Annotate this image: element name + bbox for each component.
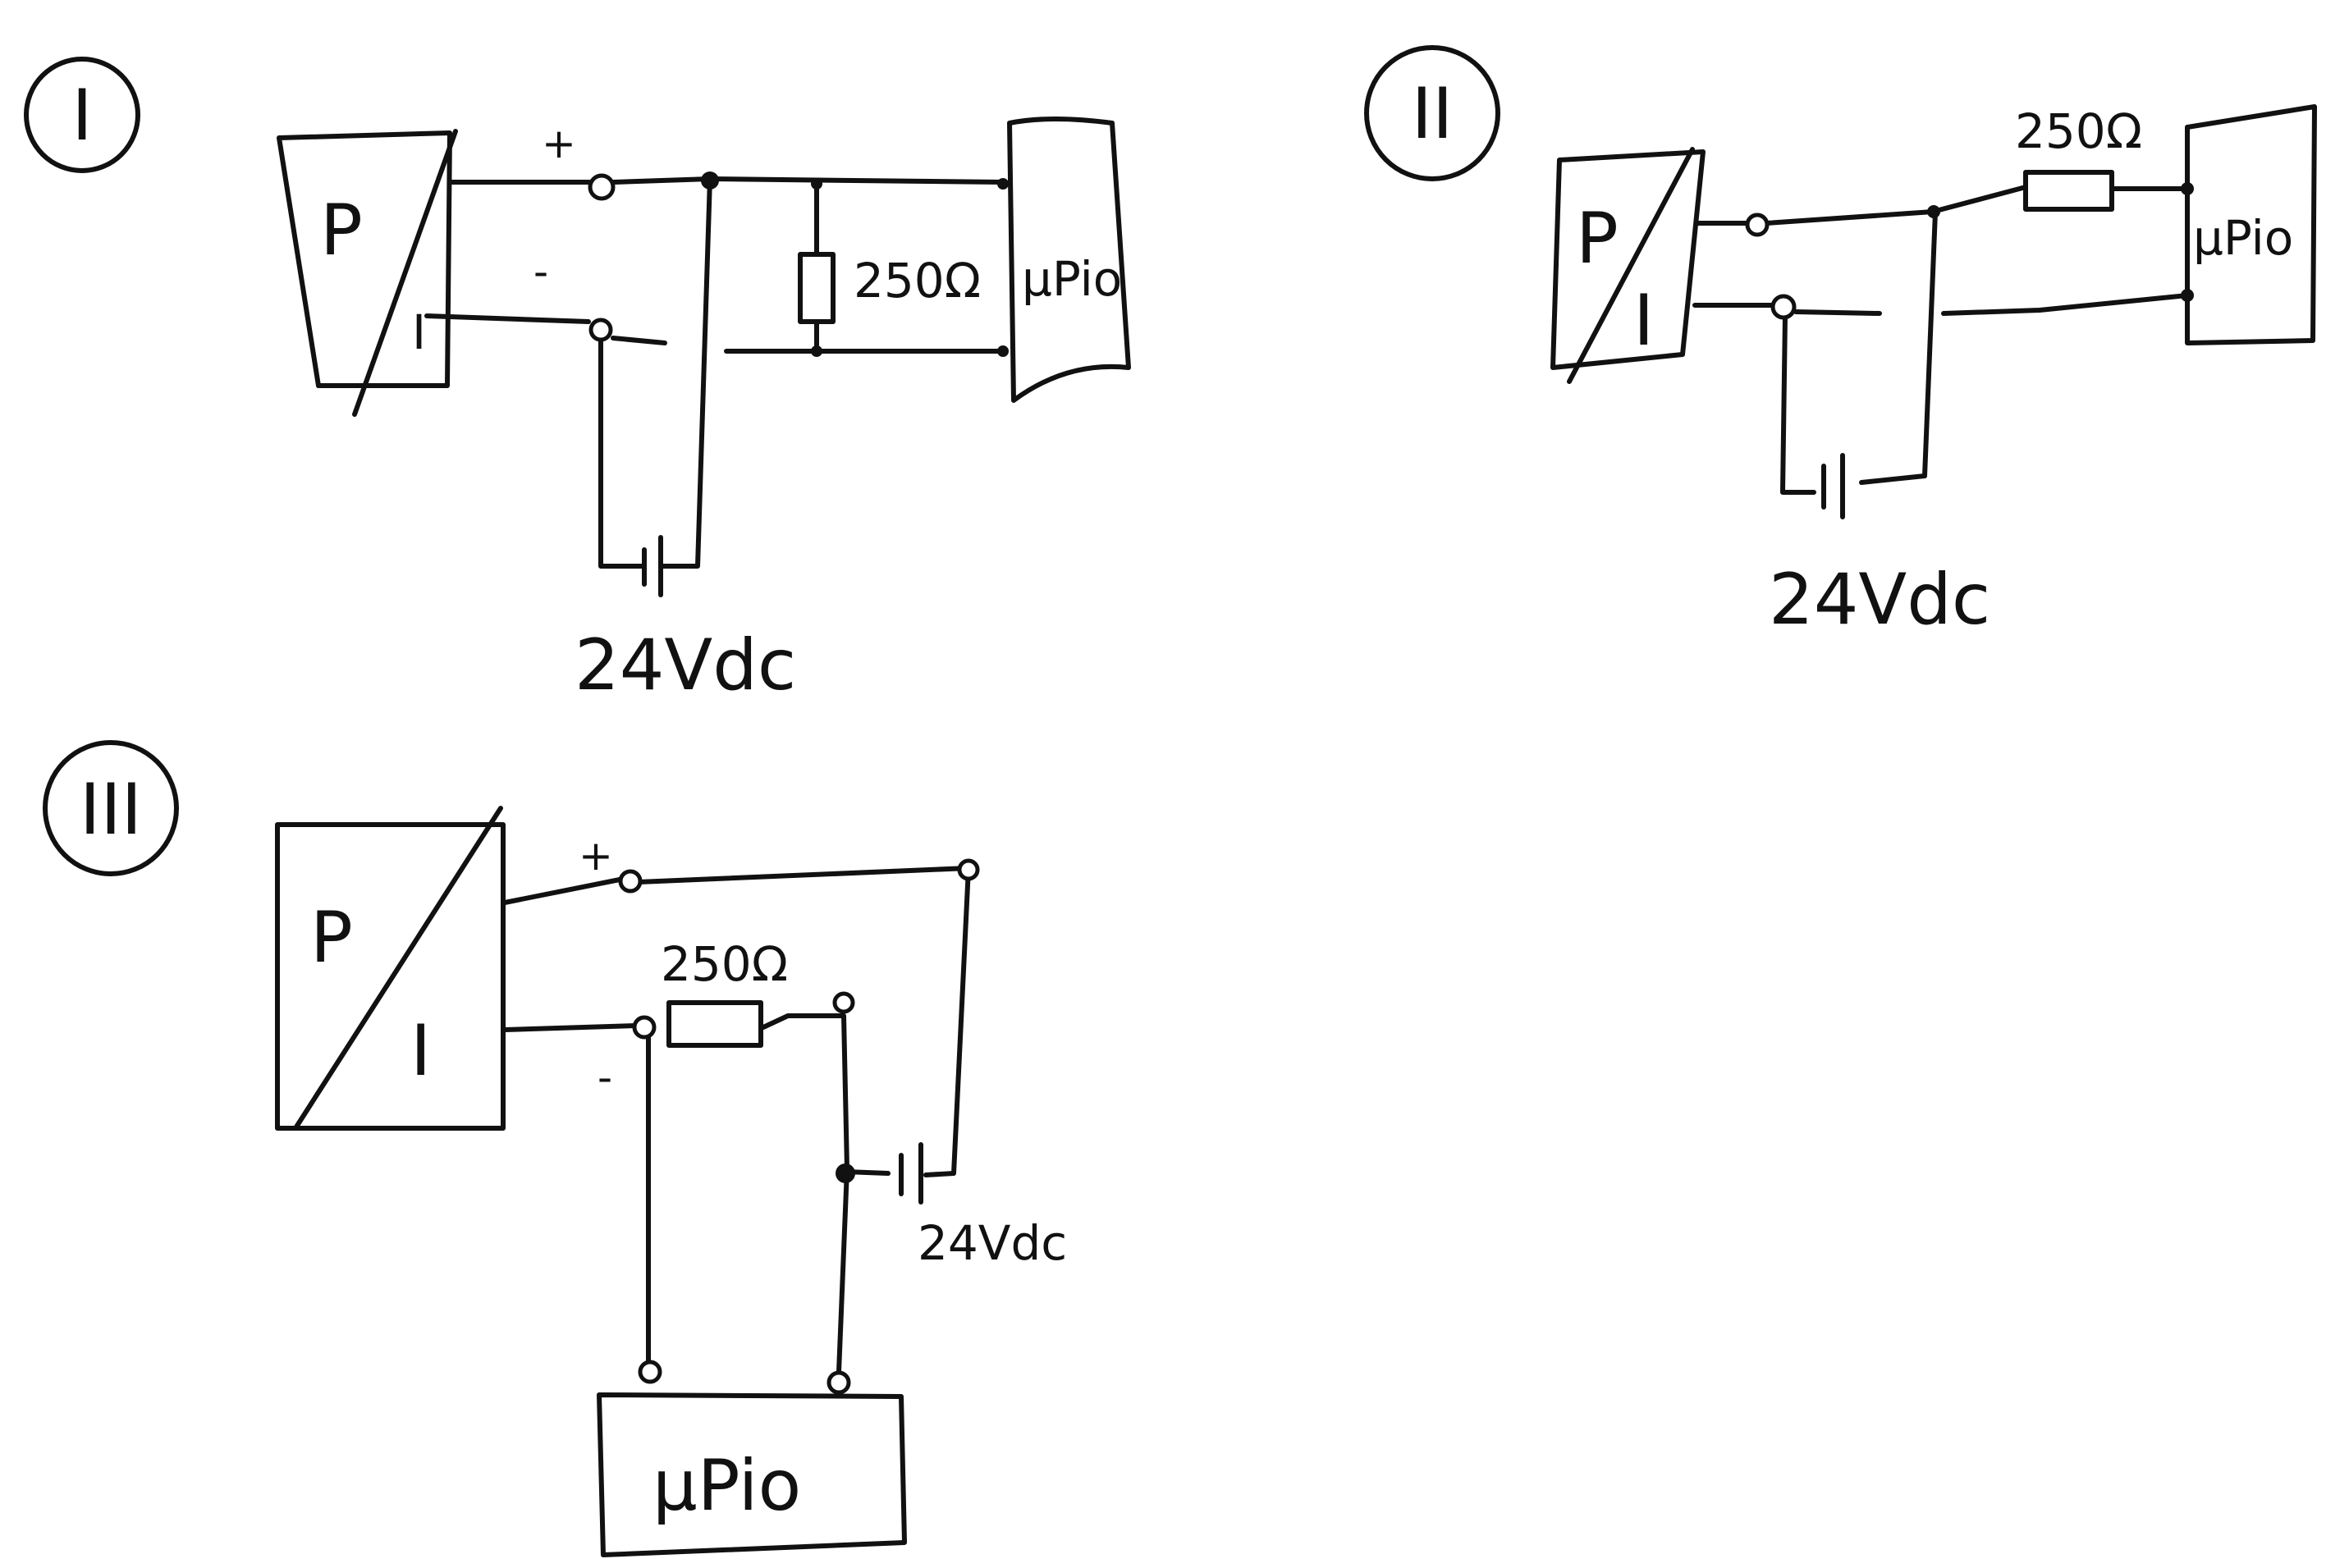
- diagram-2-upio-module: μPio: [2185, 104, 2317, 345]
- diagram-1-plus-label: +: [542, 120, 576, 167]
- diagram-1-junction: [997, 178, 1009, 190]
- diagram-2-plus-terminal: [1745, 213, 1770, 237]
- diagram-2-device-label: μPio: [2193, 210, 2293, 266]
- diagram-2-minus-terminal: [1770, 294, 1797, 320]
- diagram-3-plus-terminal: [618, 869, 643, 894]
- diagram-3-nodes: [618, 858, 980, 1395]
- diagram-3-junction: [836, 1163, 855, 1183]
- diagram-2-resistor: 250Ω: [2015, 103, 2142, 212]
- diagram-1-converter-i: I: [412, 304, 426, 360]
- diagram-1-junction: [997, 345, 1009, 357]
- diagram-1-junction: [701, 171, 719, 190]
- diagram-1-number: I: [71, 75, 92, 157]
- diagram-3-converter-i: I: [410, 1010, 431, 1092]
- diagram-1: I P I 250Ω: [24, 57, 1131, 706]
- diagram-3-converter-p: P: [310, 897, 353, 979]
- diagram-1-resistor: 250Ω: [798, 252, 981, 324]
- diagram-1-pi-converter: P I: [277, 129, 458, 417]
- diagram-3-pi-converter: P I: [275, 806, 506, 1131]
- diagram-2-resistor-label: 250Ω: [2015, 103, 2142, 159]
- diagram-3-upio-terminal: [826, 1370, 851, 1395]
- diagram-2-converter-i: I: [1633, 280, 1654, 362]
- diagram-2-converter-p: P: [1576, 198, 1619, 280]
- diagram-3-plus-label: +: [579, 832, 613, 880]
- diagram-1-device-label: μPio: [1022, 251, 1122, 307]
- diagram-2-wires: [1692, 185, 2190, 495]
- diagram-3-device-label: μPio: [652, 1445, 801, 1527]
- diagram-1-nodes: [588, 171, 1009, 357]
- diagram-1-junction: [811, 345, 822, 357]
- diagram-3-upio-module: μPio: [597, 1392, 907, 1557]
- diagram-3-resistor-label: 250Ω: [661, 936, 788, 992]
- diagram-1-minus-label: -: [533, 248, 548, 295]
- diagram-1-resistor-label: 250Ω: [854, 253, 981, 309]
- diagram-3-resistor: 250Ω: [661, 936, 788, 1048]
- diagram-3-node: [957, 858, 980, 881]
- diagram-1-converter-p: P: [320, 190, 363, 272]
- diagram-1-supply-label: 24Vdc: [575, 624, 796, 706]
- diagram-2-junction: [1927, 205, 1940, 218]
- diagram-3-upio-terminal: [638, 1360, 662, 1384]
- diagram-2-nodes: [1745, 182, 2194, 320]
- diagram-2-number: II: [1412, 73, 1454, 155]
- diagram-1-junction: [811, 178, 822, 190]
- diagram-2-battery: [1821, 453, 1845, 519]
- diagram-3: III P I 250Ω: [43, 740, 1067, 1557]
- diagram-3-minus-terminal: [632, 1015, 657, 1040]
- diagram-3-supply-label: 24Vdc: [918, 1215, 1067, 1271]
- diagram-1-upio-module: μPio: [1007, 117, 1131, 403]
- diagram-1-wires: [424, 176, 1005, 569]
- diagram-3-battery: [899, 1142, 923, 1205]
- diagram-3-node: [832, 991, 855, 1014]
- diagram-3-minus-label: -: [598, 1054, 612, 1101]
- diagram-1-battery: [642, 535, 663, 597]
- diagram-2-pi-converter: P I: [1550, 147, 1706, 384]
- diagram-1-number-badge: I: [24, 57, 140, 173]
- diagram-2-number-badge: II: [1364, 45, 1500, 181]
- diagram-3-number-badge: III: [43, 740, 179, 876]
- diagram-2-supply-label: 24Vdc: [1769, 559, 1990, 641]
- diagram-3-number: III: [80, 769, 142, 851]
- diagram-3-wires: [502, 866, 971, 1374]
- diagram-2: II P I 250Ω: [1364, 45, 2317, 641]
- diagram-1-minus-terminal: [588, 318, 613, 342]
- diagram-1-plus-terminal: [588, 173, 616, 201]
